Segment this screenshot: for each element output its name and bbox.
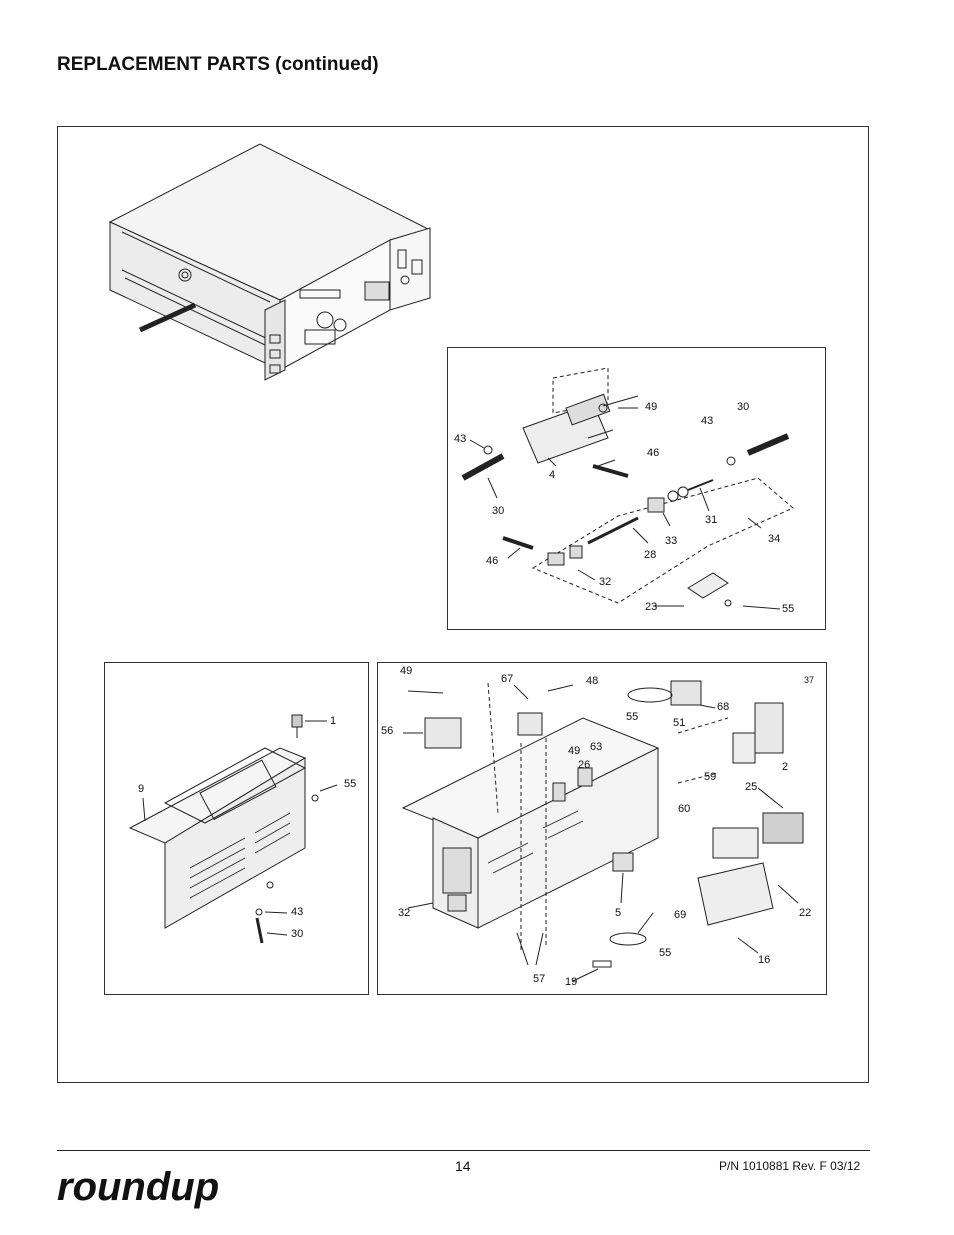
callout-label: 55 (659, 947, 672, 959)
callout-label: 16 (758, 954, 771, 966)
callout-label: 43 (701, 415, 714, 427)
callout-label: 2 (782, 761, 789, 773)
callout-label: 43 (291, 906, 304, 918)
callout-label: 1 (330, 715, 337, 727)
callout-label: 32 (398, 907, 411, 919)
callout-label: 55 (626, 711, 639, 723)
figure-frame (57, 126, 869, 1083)
callout-label: 30 (291, 928, 304, 940)
callout-label: 59 (704, 771, 717, 783)
roundup-logo: roundup (55, 1164, 295, 1212)
callout-label: 4 (549, 469, 556, 481)
logo-text: roundup (57, 1165, 219, 1209)
callout-label: 25 (745, 781, 758, 793)
roundup-logo-wordmark: roundup (57, 1165, 219, 1209)
callout-label: 26 (578, 759, 591, 771)
callout-label: 22 (799, 907, 812, 919)
callout-label: 49 (400, 665, 413, 677)
callout-label: 30 (737, 401, 750, 413)
page-number: 14 (455, 1158, 471, 1174)
callout-label: 67 (501, 673, 514, 685)
oven-overview-drawing (108, 143, 432, 381)
callout-label: 43 (454, 433, 467, 445)
callout-label: 19 (565, 976, 578, 988)
callout-label: 31 (705, 514, 718, 526)
callout-label: 28 (644, 549, 657, 561)
callout-label: 34 (768, 533, 781, 545)
callout-label: 69 (674, 909, 687, 921)
callout-label: 23 (645, 601, 658, 613)
callout-label: 63 (590, 741, 603, 753)
callout-label: 68 (717, 701, 730, 713)
callout-label: 56 (381, 725, 394, 737)
callout-label: 55 (782, 603, 795, 615)
conveyor-drive-drawing (461, 367, 794, 610)
callout-label: 46 (647, 447, 660, 459)
callout-label: 5 (615, 907, 622, 919)
callout-label: 49 (645, 401, 658, 413)
conveyor-drive-panel: 49 43 30 43 4 46 30 31 33 28 34 46 32 23… (447, 347, 826, 630)
callout-label: 9 (138, 783, 145, 795)
callout-label: 51 (673, 717, 686, 729)
heater-cover-panel: 1 9 55 43 30 (104, 662, 369, 995)
callout-label: 32 (599, 576, 612, 588)
callout-label: 60 (678, 803, 691, 815)
callout-label: 46 (486, 555, 499, 567)
callout-label: 30 (492, 505, 505, 517)
control-box-drawing (401, 680, 804, 982)
callout-label: 37 (804, 675, 815, 685)
callout-label: 48 (586, 675, 599, 687)
callout-label: 57 (533, 973, 546, 985)
callout-label: 33 (665, 535, 678, 547)
callout-label: 55 (344, 778, 357, 790)
part-number: P/N 1010881 Rev. F 03/12 (719, 1159, 861, 1173)
control-box-panel: 49 67 48 37 56 68 55 51 49 63 26 2 59 60… (377, 662, 827, 995)
callout-label: 49 (568, 745, 581, 757)
heater-cover-drawing (128, 714, 338, 944)
footer-rule (57, 1150, 870, 1151)
oven-overview-illustration (100, 140, 445, 385)
page-title: REPLACEMENT PARTS (continued) (57, 54, 379, 75)
